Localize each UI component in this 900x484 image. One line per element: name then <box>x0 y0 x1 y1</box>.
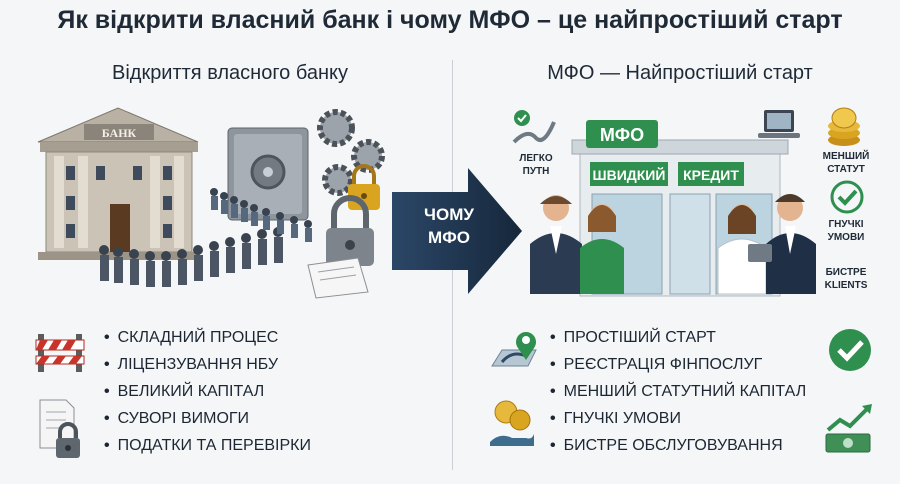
bank-scene: БАНК <box>37 107 385 299</box>
center-arrow-label: ЧОМУ МФО <box>424 205 474 247</box>
bank-sign: БАНК <box>102 126 137 140</box>
check-circle-icon <box>830 180 864 214</box>
list-item: СКЛАДНИЙ ПРОЦЕС <box>104 324 311 351</box>
list-item: ПОДАТКИ ТА ПЕРЕВІРКИ <box>104 432 311 459</box>
coins-hand-icon <box>490 400 534 446</box>
contract-document-icon <box>307 257 369 299</box>
mfo-sign: МФО <box>600 125 644 145</box>
mfo-advantages-list: ПРОСТІШИЙ СТАРТ РЕЄСТРАЦІЯ ФІНПОСЛУГ МЕН… <box>550 324 807 459</box>
left-subtitle: Відкриття власного банку <box>111 62 348 84</box>
coin-stack-icon <box>828 107 860 146</box>
check-circle-large-icon <box>829 329 871 371</box>
gold-lock-icon <box>348 164 380 210</box>
right-subtitle: МФО — Найпростіший старт <box>547 62 813 84</box>
bank-challenges-list: СКЛАДНИЙ ПРОЦЕС ЛІЦЕНЗУВАННЯ НБУ ВЕЛИКИЙ… <box>104 324 311 459</box>
mfo-scene: МФО ШВИДКИЙ КРЕДИТ <box>530 120 816 297</box>
list-item: СУВОРІ ВИМОГИ <box>104 405 311 432</box>
document-lock-icon <box>39 399 80 458</box>
list-item: ЛІЦЕНЗУВАННЯ НБУ <box>104 351 311 378</box>
money-growth-icon <box>825 404 872 453</box>
sign-fast: ШВИДКИЙ <box>593 166 666 183</box>
map-pin-route-icon <box>491 332 537 367</box>
people-queue-icon <box>99 188 312 287</box>
list-item: БИСТРЕ ОБСЛУГОВУВАННЯ <box>550 432 806 459</box>
list-item: ВЕЛИКИЙ КАПІТАЛ <box>104 378 311 405</box>
list-item: МЕНШИЙ СТАТУТНИЙ КАПІТАЛ <box>550 378 807 405</box>
page-title: Як відкрити власний банк і чому МФО – це… <box>57 6 843 34</box>
center-arrow-icon <box>392 168 522 294</box>
sign-credit: КРЕДИТ <box>683 167 739 183</box>
consultants-icon <box>530 194 816 295</box>
barrier-icon <box>35 334 85 372</box>
laptop-icon <box>758 110 800 138</box>
route-map-icon <box>512 110 556 144</box>
bank-building-icon: БАНК <box>37 107 200 260</box>
gears-icon <box>317 109 385 196</box>
list-item: РЕЄСТРАЦІЯ ФІНПОСЛУГ <box>550 351 806 378</box>
list-item: ПРОСТІШИЙ СТАРТ <box>550 324 806 351</box>
padlock-icon <box>326 195 374 266</box>
list-item: ГНУЧКІ УМОВИ <box>550 405 806 432</box>
safe-icon <box>227 127 309 221</box>
